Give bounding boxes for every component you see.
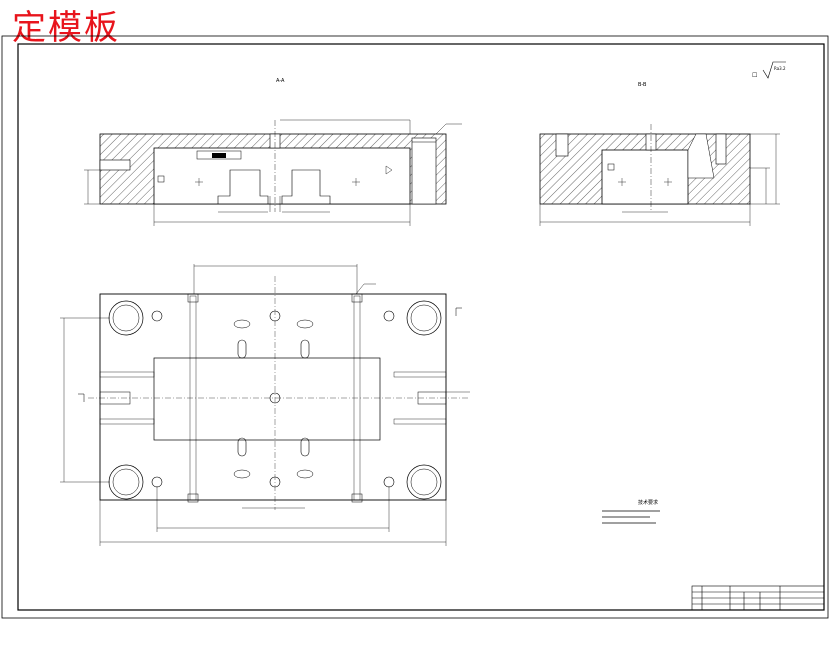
section-aa-view [84,119,462,226]
tech-requirements-lines [602,510,660,524]
section-aa-label: A-A [276,78,285,84]
outer-border [1,35,829,619]
inner-border [17,43,825,611]
surface-finish-symbol: ☐ Ra3.2 [752,61,786,79]
section-bb-label: B-B [638,82,647,88]
tech-requirements-title: 技术要求 [638,499,658,506]
plan-view [60,264,470,546]
title-block [691,585,825,611]
svg-text:Ra3.2: Ra3.2 [774,66,786,71]
watermark-stamp: 定模板 [12,8,120,48]
svg-text:☐: ☐ [752,72,757,79]
section-bb-view [539,124,780,226]
